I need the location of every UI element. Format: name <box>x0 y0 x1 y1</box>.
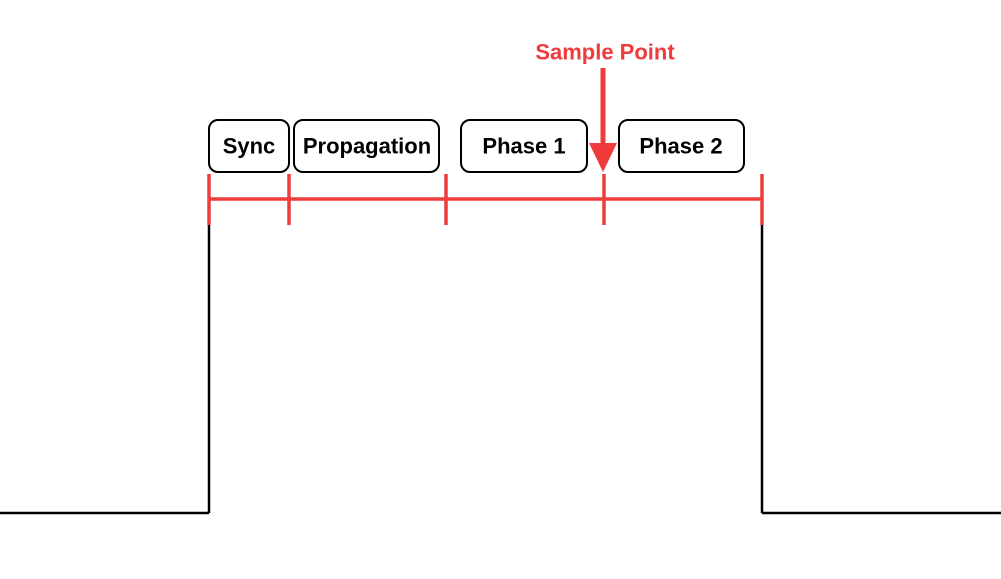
arrow-down-icon <box>589 143 617 172</box>
segment-label: Propagation <box>303 134 431 159</box>
sample-point-label: Sample Point <box>535 40 675 65</box>
segment-propagation: Propagation <box>293 119 440 173</box>
segment-box <box>208 119 290 173</box>
segment-box <box>293 119 440 173</box>
segment-label: Phase 1 <box>482 134 565 159</box>
segment-phase-2: Phase 2 <box>618 119 745 173</box>
segment-sync: Sync <box>208 119 290 173</box>
signal-waveform <box>0 225 1001 515</box>
segment-box <box>460 119 588 173</box>
segment-phase-1: Phase 1 <box>460 119 588 173</box>
segment-box <box>618 119 745 173</box>
segment-label: Sync <box>223 134 276 159</box>
sample-point-marker: Sample Point <box>535 40 675 172</box>
bit-timeline <box>207 174 764 225</box>
segment-label: Phase 2 <box>639 134 722 159</box>
